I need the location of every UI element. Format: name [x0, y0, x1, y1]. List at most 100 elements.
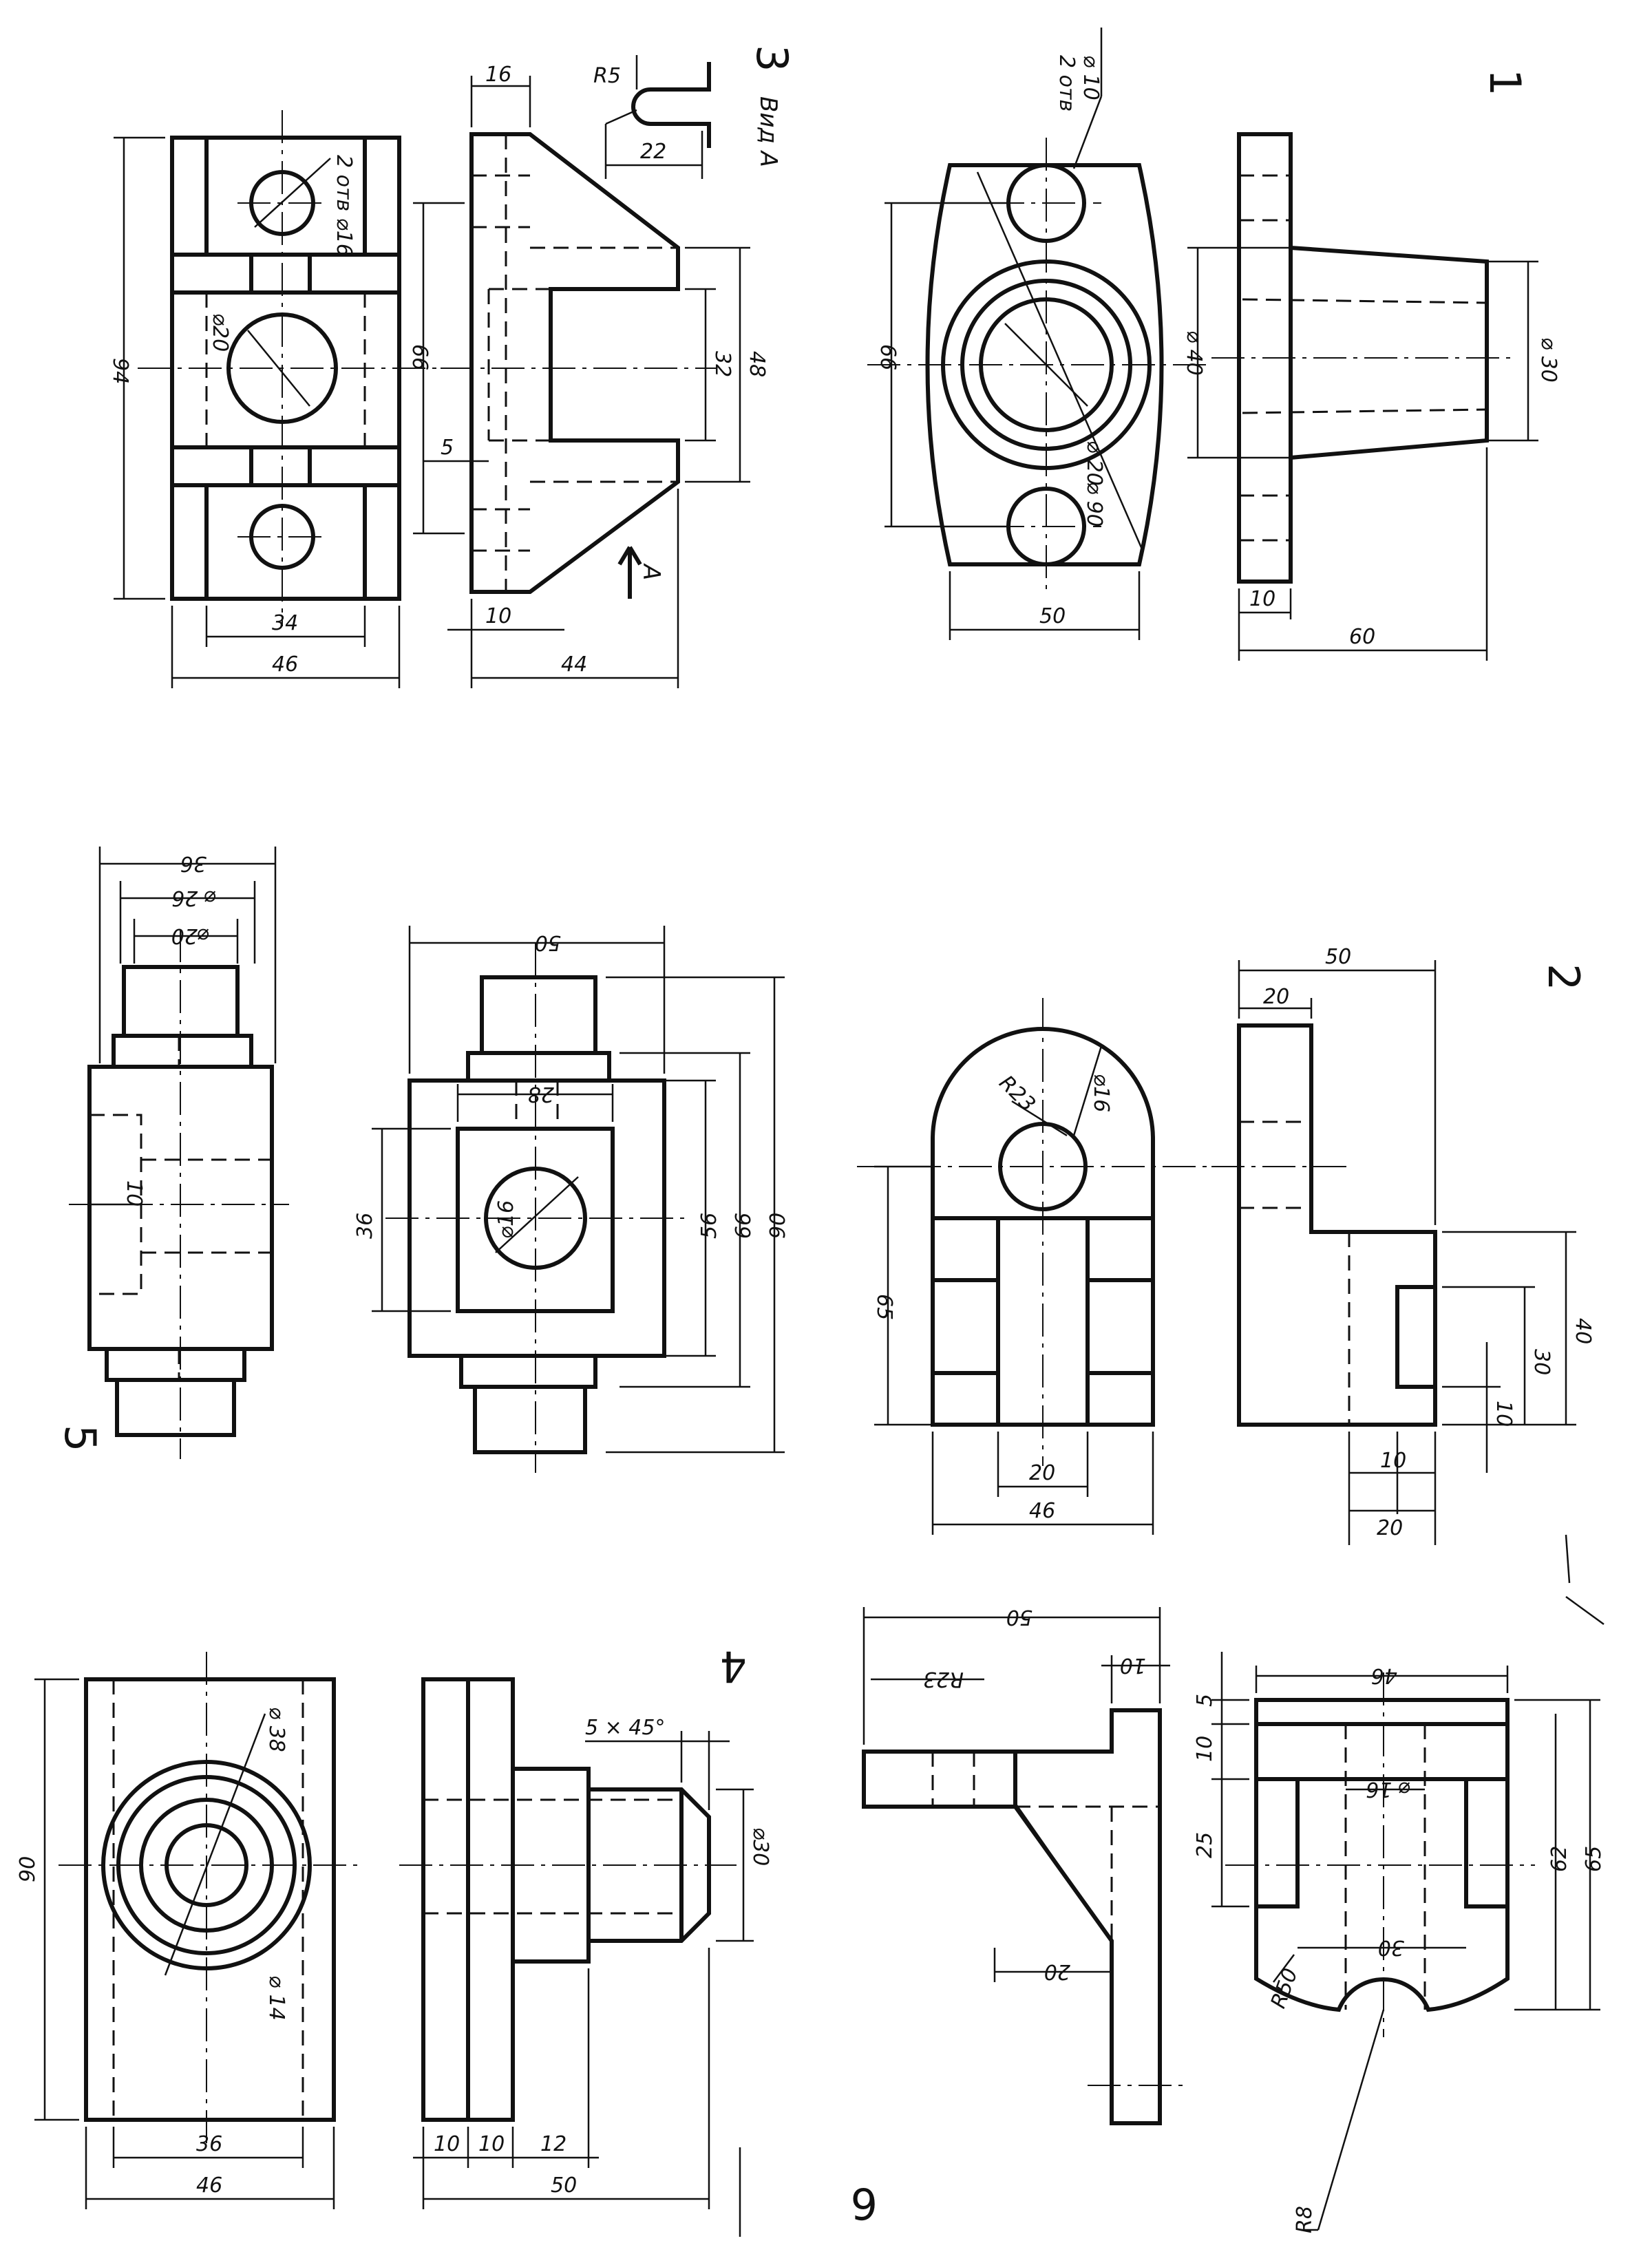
dim-3-bore: ⌀20 — [208, 313, 232, 352]
dim-1-flange-thickness: 10 — [1249, 587, 1275, 611]
drawing-5-front-view: 50 28 36 ⌀16 56 66 90 — [353, 926, 790, 1473]
dim-3-lug: 16 — [485, 63, 511, 87]
dim-1-small-dia: ⌀ 30 — [1536, 337, 1560, 383]
dim-3-inner-width: 34 — [272, 611, 298, 635]
drawing-number-1: 1 — [1480, 69, 1530, 96]
drawing-2-front-view: R23 ⌀16 65 20 46 — [857, 998, 1225, 1535]
dim-3-width: 46 — [272, 652, 298, 677]
dim-3-base: 10 — [485, 604, 511, 628]
drawing-4-side-view: 5 × 45° ⌀30 10 10 12 50 — [399, 1677, 772, 2209]
dim-1-boss-dia: ⌀ 40 — [1182, 330, 1206, 376]
dim-4-height: 90 — [16, 1856, 40, 1882]
drawing-3: 3 Вид А — [108, 45, 797, 688]
drawing-number-4: 4 — [720, 1641, 747, 1692]
drawing-1-side-view: ⌀ 40 ⌀ 30 10 60 — [1182, 132, 1560, 661]
dim-5-window-height: 36 — [353, 1213, 377, 1239]
dim-5-overall-height: 90 — [766, 1213, 790, 1239]
dim-4-boss-dia: ⌀30 — [748, 1827, 772, 1866]
view-a-arrow-label: A — [637, 563, 665, 580]
dim-5-body-height: 56 — [697, 1213, 721, 1239]
dim-2-hole-dia: ⌀16 — [1089, 1074, 1113, 1112]
dim-5-window: 28 — [528, 1082, 554, 1106]
dim-3-view-width: 22 — [640, 140, 666, 164]
dim-4-width: 46 — [196, 2173, 222, 2198]
dim-4-plate-1: 10 — [434, 2132, 460, 2156]
dim-4-chamfer: 5 × 45° — [585, 1716, 665, 1740]
dim-2-center-height: 65 — [872, 1294, 896, 1320]
dim-3-bend-radius: R5 — [593, 64, 621, 88]
scan-marks — [739, 1534, 1605, 2237]
dim-1-holes-spacing: 66 — [876, 344, 900, 370]
dim-1-length: 60 — [1349, 625, 1375, 649]
dim-2-slot-height: 30 — [1529, 1349, 1554, 1375]
dim-5-collar-dia: 36 — [180, 851, 206, 875]
dim-3-holes-spacing: 66 — [407, 344, 432, 370]
dim-5-mid-dia: ⌀ 26 — [171, 886, 217, 910]
drawing-1: 1 ⌀ 10 2 отв 66 ⌀ 20 — [867, 28, 1560, 661]
dim-2-length: 50 — [1325, 945, 1351, 969]
dim-2-upright: 20 — [1263, 985, 1289, 1009]
drawing-number-2: 2 — [1538, 964, 1589, 990]
dim-1-bore-dia: ⌀ 20 — [1082, 440, 1106, 486]
dim-6-top-band: 5 — [1193, 1694, 1217, 1707]
dim-1-hole-count: 2 отв — [1055, 55, 1079, 111]
dim-3-holes: 2 отв ⌀16 — [332, 155, 356, 257]
drawing-number-3: 3 — [747, 45, 797, 72]
dim-6-notch-radius: R8 — [1293, 2206, 1317, 2233]
dim-6-width: 46 — [1371, 1663, 1397, 1688]
dim-6-height-b: 65 — [1582, 1846, 1606, 1872]
dim-1-width: 50 — [1039, 604, 1066, 628]
dim-2-slot-offset: 10 — [1380, 1449, 1406, 1473]
dim-6-gap: 30 — [1378, 1935, 1404, 1959]
drawing-2: 2 R23 ⌀16 65 20 — [857, 945, 1595, 1545]
dim-6-hole: ⌀ 16 — [1366, 1777, 1411, 1801]
dim-2-slot-bottom: 10 — [1492, 1401, 1516, 1427]
drawing-5: 5 36 ⌀ 26 ⌀20 — [55, 847, 790, 1473]
drawing-number-5: 5 — [55, 1425, 105, 1452]
dim-6-arc-radius: R50 — [1267, 1965, 1303, 2011]
dim-3-height: 48 — [745, 351, 769, 377]
dim-2-slot-width: 20 — [1029, 1461, 1055, 1485]
dim-6-plate: 10 — [1193, 1736, 1217, 1762]
dim-3-depth: 44 — [561, 652, 587, 677]
dim-1-outer-dia: ⌀ 90 — [1082, 482, 1106, 527]
dim-6-rib: 20 — [1044, 1959, 1070, 1984]
drawing-6-front-view: 46 5 10 25 ⌀ 16 30 62 65 R50 R8 — [1193, 1652, 1606, 2233]
dim-6-height-a: 62 — [1547, 1846, 1571, 1872]
dim-6-radius: R23 — [923, 1667, 964, 1691]
drawing-3-top-view: 94 2 отв ⌀16 ⌀20 34 46 — [108, 110, 441, 688]
dim-6-leg: 25 — [1193, 1832, 1217, 1858]
drawing-3-view-a: R5 22 — [593, 55, 711, 179]
dim-4-bore: ⌀ 14 — [264, 1975, 288, 2021]
drawing-6: 6 50 R23 10 20 — [851, 1605, 1606, 2233]
drawing-4: 4 90 ⌀ 38 ⌀ 14 36 46 — [16, 1641, 772, 2209]
dim-2-arc-radius: R23 — [994, 1071, 1039, 1116]
dim-6-length: 50 — [1006, 1605, 1032, 1629]
dim-6-wall: 10 — [1120, 1653, 1146, 1677]
dim-1-hole-dia: ⌀ 10 — [1079, 55, 1103, 100]
drawing-6-side-view: 50 R23 10 20 — [862, 1605, 1184, 2125]
drawing-1-front-view: ⌀ 10 2 отв 66 ⌀ 20 ⌀ 90 50 — [867, 28, 1211, 640]
drawing-3-side-view: 16 66 48 32 5 10 44 A — [407, 63, 769, 688]
dim-2-base-height: 40 — [1571, 1318, 1595, 1344]
drawing-5-side-view: 36 ⌀ 26 ⌀20 10 — [69, 847, 289, 1459]
dim-5-shaft-dia: ⌀20 — [171, 924, 210, 948]
dim-2-overall-width: 46 — [1029, 1499, 1055, 1523]
drawing-4-front-view: 90 ⌀ 38 ⌀ 14 36 46 — [16, 1652, 361, 2209]
drawing-number-6: 6 — [851, 2178, 878, 2229]
dim-3-total-length: 94 — [108, 358, 132, 384]
view-a-label: Вид А — [754, 96, 782, 167]
dim-4-outer-dia: ⌀ 38 — [264, 1707, 288, 1752]
dim-4-length: 50 — [551, 2173, 577, 2198]
dim-4-collar: 12 — [540, 2132, 566, 2156]
dim-4-plate-2: 10 — [478, 2132, 505, 2156]
dim-3-web: 5 — [441, 436, 454, 460]
dim-4-inner-width: 36 — [196, 2132, 222, 2156]
dim-5-collar-height: 66 — [732, 1213, 756, 1239]
dim-2-slot-depth: 20 — [1377, 1516, 1403, 1540]
drawing-2-side-view: 50 20 40 30 10 10 20 — [1211, 945, 1595, 1545]
dim-5-recess: 10 — [122, 1180, 146, 1206]
dim-5-hole-dia: ⌀16 — [494, 1200, 518, 1239]
dim-5-length: 50 — [535, 931, 561, 955]
